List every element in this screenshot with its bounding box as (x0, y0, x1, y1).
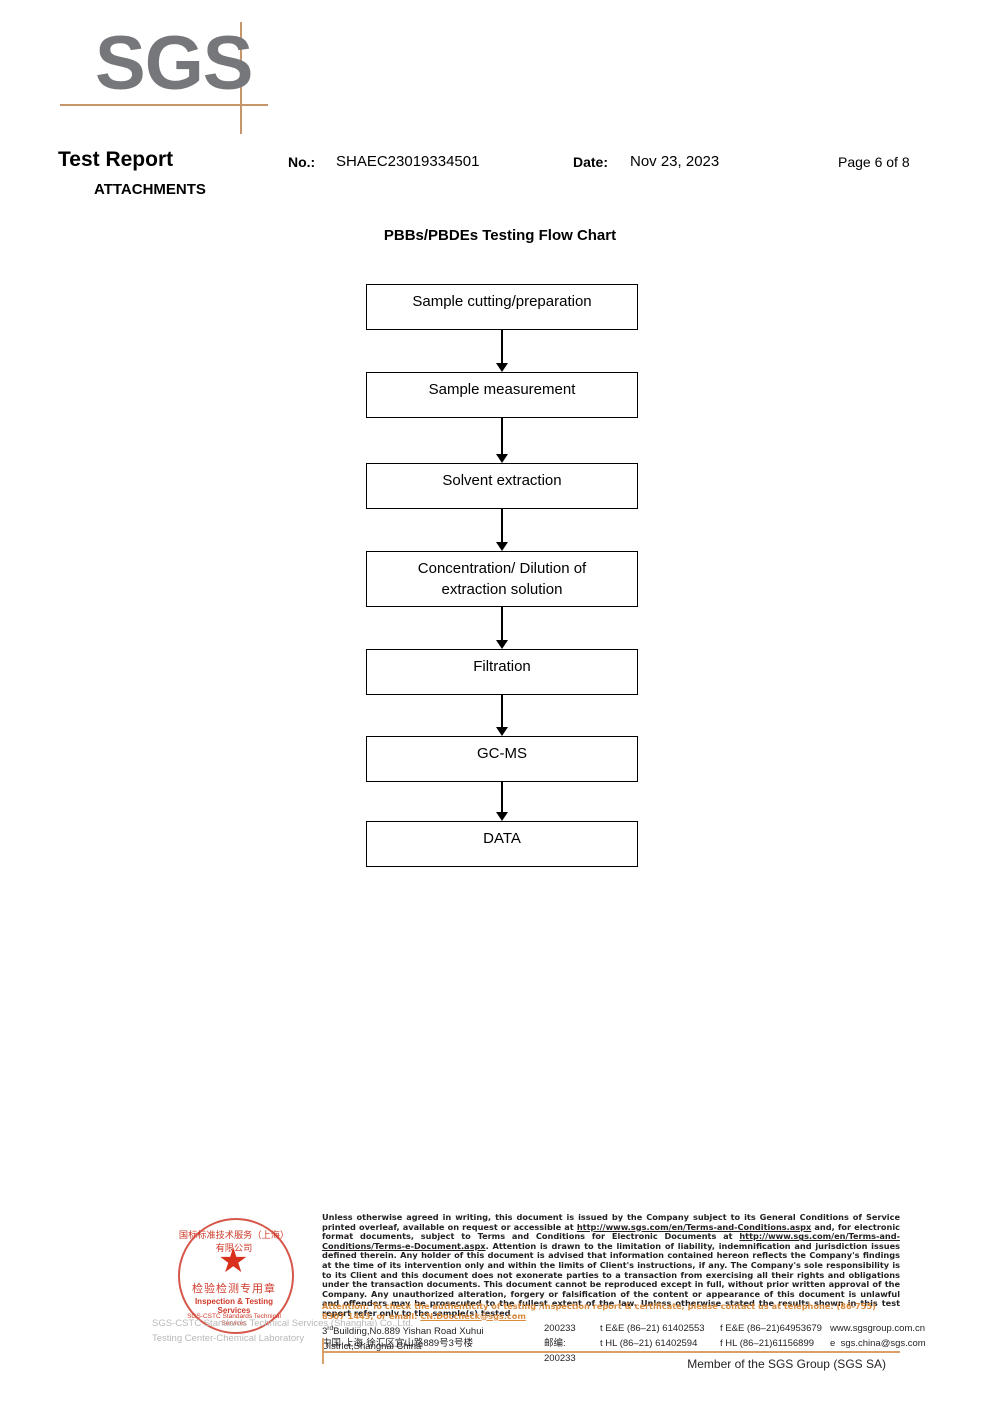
email-prefix: e (830, 1338, 836, 1349)
attention-notice: Attention: To check the authenticity of … (322, 1301, 900, 1321)
flow-step-5: Filtration (366, 649, 638, 695)
address-en-text: Building,No.889 Yishan Road Xuhui Distri… (322, 1326, 484, 1353)
stamp-en-text: Inspection & Testing Services (194, 1297, 274, 1315)
stamp-ring (178, 1218, 294, 1334)
flow-step-4-label-line2: extraction solution (441, 581, 563, 598)
flow-step-3: Solvent extraction (366, 463, 638, 509)
report-header: Test Report ATTACHMENTS No.: SHAEC230193… (0, 148, 1000, 204)
terms-e-document-link[interactable]: http://www.sgs.com/en/Terms-and-Conditio… (322, 1231, 900, 1251)
star-icon: ★ (218, 1242, 249, 1280)
email-address[interactable]: e sgs.china@sgs.com (830, 1336, 960, 1351)
flow-arrow-5 (366, 695, 638, 736)
attention-text: Attention: To check the authenticity of … (322, 1301, 876, 1321)
address-en-sup: rd (327, 1325, 334, 1332)
flow-step-2-label: Sample measurement (428, 381, 576, 398)
logo-horizontal-rule (60, 104, 268, 106)
legal-body-3: . Attention is drawn to the limitation o… (322, 1240, 900, 1318)
watermark-line-1: SGS-CSTC Standards Technical Services (S… (152, 1318, 414, 1329)
flow-step-1: Sample cutting/preparation (366, 284, 638, 330)
inspection-stamp: 国标标准技术服务（上海）有限公司 ★ 检验检测专用章 Inspection & … (178, 1218, 294, 1334)
flow-arrow-1 (366, 330, 638, 372)
report-date-label: Date: (573, 154, 609, 170)
logo-wordmark: SGS (95, 21, 253, 106)
flow-step-7-label: DATA (483, 830, 521, 847)
flow-arrow-2 (366, 418, 638, 463)
flow-step-6-label: GC-MS (477, 745, 527, 762)
stamp-arc-bottom-text: SGS-CSTC Standards Technical Services (187, 1313, 281, 1327)
address-cn-zip-value: 200233 (544, 1353, 576, 1364)
logo-vertical-rule (240, 22, 242, 134)
report-date-value: Nov 23, 2023 (630, 153, 720, 170)
address-cn: 中国·上海·徐汇区宜山路889号3号楼 (322, 1338, 473, 1349)
page-title: Test Report (58, 148, 174, 171)
page-number: Page 6 of 8 (838, 154, 910, 170)
address-cn-zip: 邮编: 200233 (544, 1336, 596, 1366)
flow-arrow-3 (366, 509, 638, 551)
legal-body-1: Unless otherwise agreed in writing, this… (322, 1212, 900, 1232)
address-en-zip: 200233 (544, 1323, 576, 1334)
flow-step-6: GC-MS (366, 736, 638, 782)
watermark-line-2: Testing Center-Chemical Laboratory (152, 1333, 305, 1344)
flow-arrow-6 (366, 782, 638, 821)
attachments-label: ATTACHMENTS (94, 181, 206, 198)
sgs-logo: SGS (60, 18, 290, 138)
stamp-cn-text: 检验检测专用章 (192, 1283, 276, 1295)
address-en: 3rdBuilding,No.889 Yishan Road Xuhui Dis… (322, 1321, 537, 1354)
tel-hl: t HL (86–21) 61402594 (600, 1338, 698, 1349)
address-en-prefix: 3 (322, 1326, 328, 1338)
address-cn-zip-label: 邮编: (544, 1338, 566, 1349)
flow-step-4-label-line1: Concentration/ Dilution of (417, 560, 587, 577)
flow-chart: Sample cutting/preparation Sample measur… (366, 284, 640, 867)
address-block: 3rdBuilding,No.889 Yishan Road Xuhui Dis… (322, 1321, 926, 1364)
doccheck-email-link[interactable]: CN.Doccheck@sgs.com (420, 1310, 526, 1321)
stamp-arc-top-text: 国标标准技术服务（上海）有限公司 (178, 1230, 290, 1253)
email-value[interactable]: sgs.china@sgs.com (840, 1338, 926, 1349)
flow-step-3-label: Solvent extraction (442, 472, 562, 489)
fax-ee: f E&E (86–21)64953679 (720, 1323, 822, 1334)
flow-step-2: Sample measurement (366, 372, 638, 418)
terms-conditions-link[interactable]: http://www.sgs.com/en/Terms-and-Conditio… (576, 1221, 812, 1232)
flow-chart-title: PBBs/PBDEs Testing Flow Chart (383, 227, 617, 244)
flow-step-7: DATA (366, 821, 638, 867)
flow-step-1-label: Sample cutting/preparation (412, 293, 592, 310)
member-line: Member of the SGS Group (SGS SA) (687, 1357, 886, 1371)
flow-arrow-4 (366, 607, 638, 649)
lab-watermark: SGS-CSTC Standards Technical Services (S… (152, 1316, 472, 1346)
report-no-label: No.: (288, 154, 316, 170)
flow-step-4: Concentration/ Dilution of extraction so… (366, 551, 638, 607)
legal-disclaimer: Unless otherwise agreed in writing, this… (322, 1212, 900, 1319)
legal-body-2: and, for electronic format documents, su… (322, 1221, 900, 1242)
flow-step-5-label: Filtration (473, 658, 531, 675)
report-no-value: SHAEC23019334501 (336, 153, 480, 170)
website[interactable]: www.sgsgroup.com.cn (830, 1323, 926, 1334)
footer-accent-rule (322, 1351, 900, 1353)
fax-hl: f HL (86–21)61156899 (720, 1338, 815, 1349)
tel-ee: t E&E (86–21) 61402553 (600, 1323, 705, 1334)
